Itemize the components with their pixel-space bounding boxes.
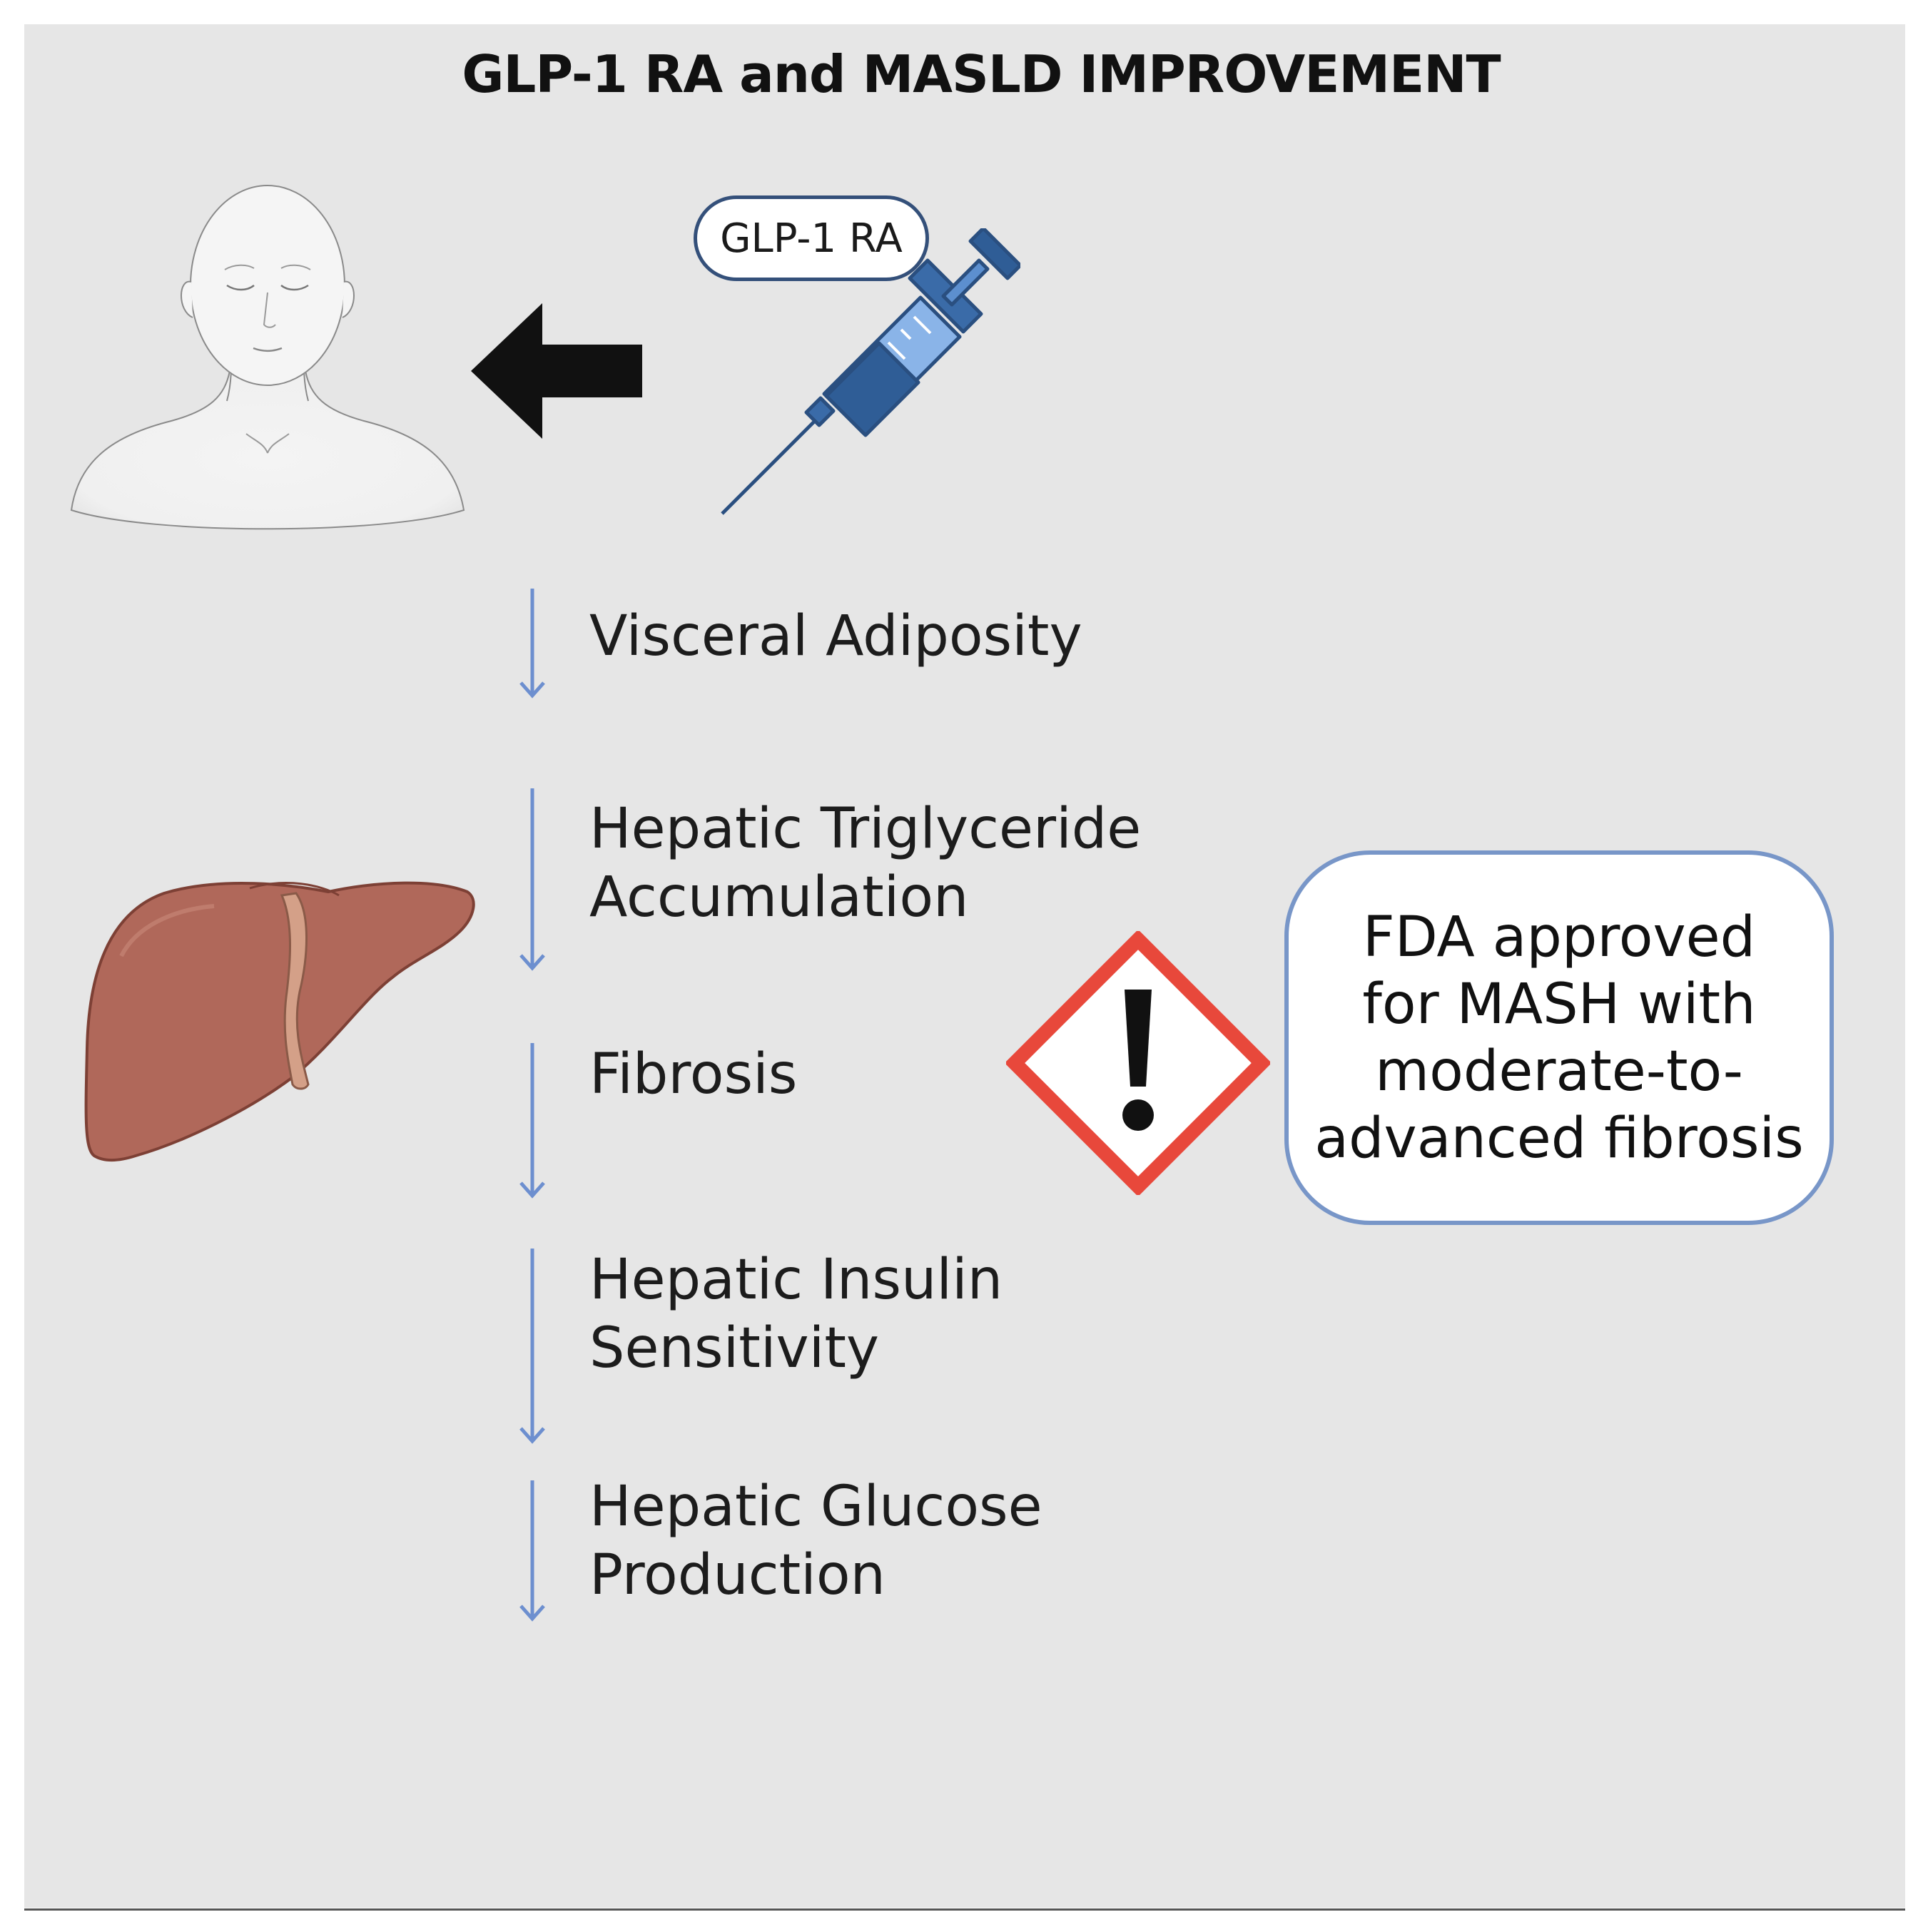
step-line: Sensitivity xyxy=(589,1316,880,1381)
step-line: Production xyxy=(589,1543,886,1607)
step-hepatic-glucose: Hepatic Glucose Production xyxy=(589,1473,1042,1610)
step-line: Accumulation xyxy=(589,865,969,930)
warning-icon xyxy=(1006,931,1270,1195)
step-line: Hepatic Glucose xyxy=(589,1475,1042,1539)
bottom-rule xyxy=(24,1908,1905,1911)
callout-line: FDA approved xyxy=(1362,905,1756,970)
callout-line: advanced fibrosis xyxy=(1314,1106,1804,1171)
down-arrow-icon xyxy=(519,589,545,698)
step-line: Fibrosis xyxy=(589,1042,798,1107)
down-arrow-icon xyxy=(519,1480,545,1622)
liver-icon xyxy=(84,881,475,1161)
step-fibrosis: Fibrosis xyxy=(589,1040,797,1109)
step-visceral-adiposity: Visceral Adiposity xyxy=(589,602,1082,671)
syringe-icon xyxy=(721,228,1020,515)
callout-line: for MASH with xyxy=(1362,972,1756,1037)
step-hepatic-insulin: Hepatic Insulin Sensitivity xyxy=(589,1246,1003,1383)
down-arrow-icon xyxy=(519,788,545,971)
down-arrow-icon xyxy=(519,1249,545,1444)
step-hepatic-triglyceride: Hepatic Triglyceride Accumulation xyxy=(589,795,1141,932)
step-line: Hepatic Triglyceride xyxy=(589,797,1142,861)
step-line: Visceral Adiposity xyxy=(589,604,1082,668)
figure-title: GLP-1 RA and MASLD IMPROVEMENT xyxy=(462,44,1501,104)
step-line: Hepatic Insulin xyxy=(589,1248,1003,1312)
down-arrow-icon xyxy=(519,1043,545,1199)
drug-label-pill: GLP-1 RA xyxy=(694,195,929,281)
fda-approval-callout: FDA approved for MASH with moderate-to- … xyxy=(1284,850,1834,1225)
person-icon xyxy=(70,185,465,530)
callout-line: moderate-to- xyxy=(1375,1039,1743,1104)
left-arrow-icon xyxy=(471,303,642,439)
